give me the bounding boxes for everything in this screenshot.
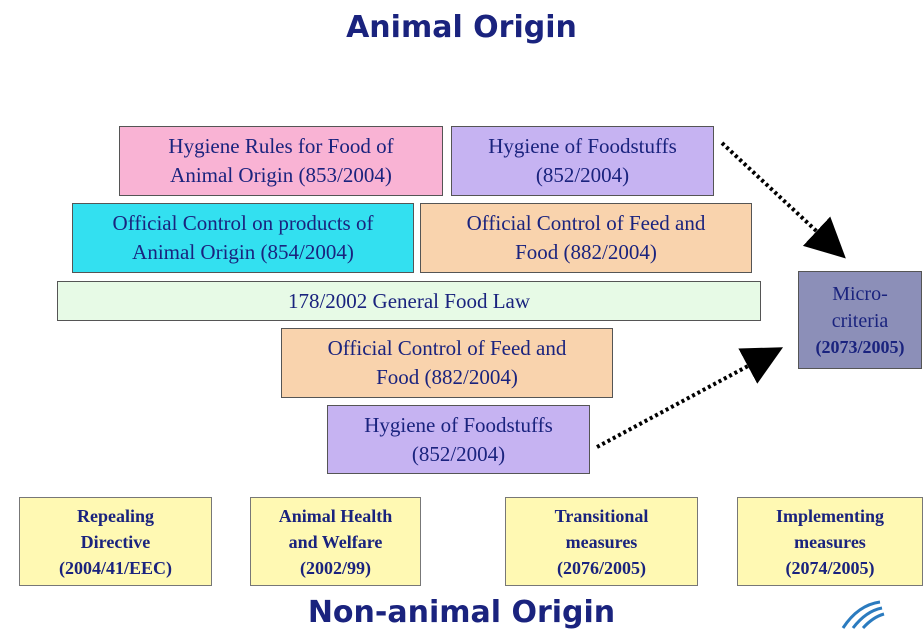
hygiene-foodstuffs-top-label: Hygiene of Foodstuffs (852/2004) — [488, 134, 677, 187]
logo-icon — [841, 600, 885, 630]
transitional-measures-box: Transitional measures (2076/2005) — [505, 497, 698, 586]
general-food-law-label: 178/2002 General Food Law — [287, 288, 531, 313]
hygiene-foodstuffs-bottom-box: Hygiene of Foodstuffs (852/2004) — [327, 405, 590, 474]
dotted-arrow-top — [720, 141, 846, 259]
repealing-directive-label: Repealing Directive (2004/41/EEC) — [58, 505, 172, 578]
general-food-law-box: 178/2002 General Food Law — [57, 281, 761, 321]
dotted-arrow-bottom — [596, 347, 784, 449]
hygiene-foodstuffs-top-box: Hygiene of Foodstuffs (852/2004) — [451, 126, 714, 196]
implementing-measures-box: Implementing measures (2074/2005) — [737, 497, 923, 586]
hygiene-rules-animal-origin-box: Hygiene Rules for Food of Animal Origin … — [119, 126, 443, 196]
official-control-feed-food-top-box: Official Control of Feed and Food (882/2… — [420, 203, 752, 273]
micro-criteria-label: Micro- criteria — [831, 283, 889, 332]
official-control-feed-food-top-label: Official Control of Feed and Food (882/2… — [466, 211, 706, 264]
official-control-animal-origin-label: Official Control on products of Animal O… — [112, 211, 374, 264]
official-control-feed-food-bottom-label: Official Control of Feed and Food (882/2… — [327, 336, 567, 389]
animal-health-welfare-label: Animal Health and Welfare (2002/99) — [278, 505, 393, 578]
animal-health-welfare-box: Animal Health and Welfare (2002/99) — [250, 497, 421, 586]
official-control-feed-food-bottom-box: Official Control of Feed and Food (882/2… — [281, 328, 613, 398]
hygiene-rules-animal-origin-label: Hygiene Rules for Food of Animal Origin … — [168, 134, 394, 187]
hygiene-foodstuffs-bottom-label: Hygiene of Foodstuffs (852/2004) — [364, 412, 553, 466]
transitional-measures-label: Transitional measures (2076/2005) — [554, 505, 649, 578]
official-control-animal-origin-box: Official Control on products of Animal O… — [72, 203, 414, 273]
implementing-measures-label: Implementing measures (2074/2005) — [776, 505, 884, 578]
repealing-directive-box: Repealing Directive (2004/41/EEC) — [19, 497, 212, 586]
micro-criteria-box: Micro- criteria (2073/2005) — [798, 271, 922, 369]
top-heading: Animal Origin — [346, 10, 577, 45]
micro-criteria-code: (2073/2005) — [815, 337, 905, 357]
bottom-heading: Non-animal Origin — [307, 595, 616, 630]
